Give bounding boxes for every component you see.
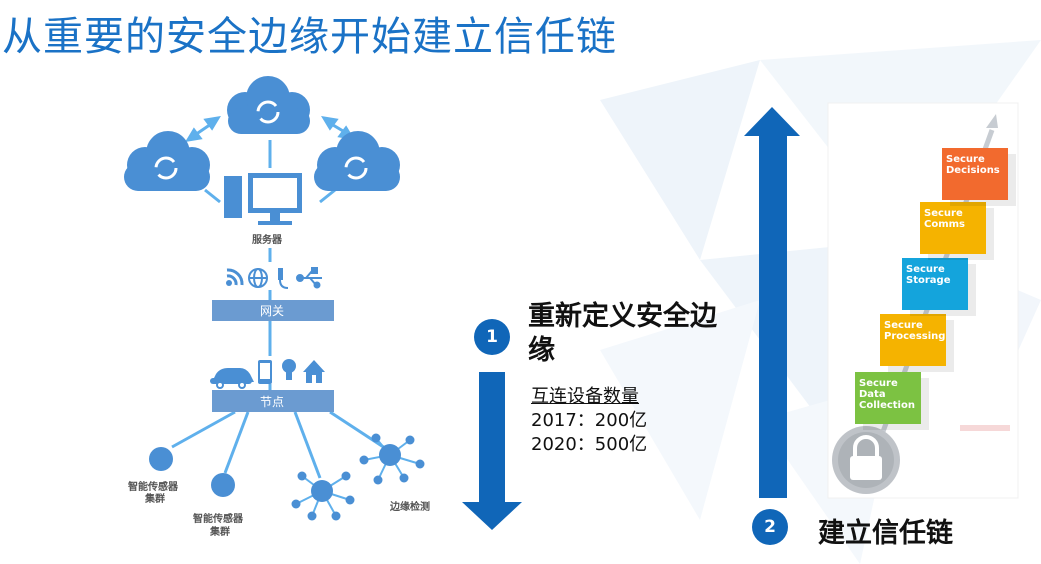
nodes-bar: [212, 390, 334, 412]
chain-step-processing: Secure Processing: [880, 314, 946, 366]
chain-arrowhead: [986, 114, 998, 128]
wifi-icon: [226, 268, 244, 286]
cluster-label-2b: 集群: [209, 525, 230, 538]
plug-icon: [278, 268, 289, 289]
down-arrow: [462, 372, 522, 530]
server-label: 服务器: [252, 233, 283, 246]
computer-icon: [224, 173, 302, 225]
sensor-node: [149, 447, 173, 471]
sensor-node: [211, 473, 235, 497]
gateway-bar: [212, 300, 334, 321]
stat-2020: 2020：500亿: [531, 434, 648, 455]
globe-icon: [248, 268, 268, 288]
chain-step-comms: Secure Comms: [920, 202, 986, 254]
cloud-sync-icon: [314, 131, 400, 191]
page-title: 从重要的安全边缘开始建立信任链: [2, 14, 617, 60]
chain-step-decisions: Secure Decisions: [942, 148, 1008, 200]
cluster-label-2a: 智能传感器: [193, 512, 244, 525]
cluster-label-1a: 智能传感器: [128, 480, 179, 493]
step2-number: 2: [752, 509, 788, 545]
stats-header: 互连设备数量: [531, 386, 639, 407]
gateway-label: 网关: [260, 304, 284, 318]
cloud-sync-icon: [227, 76, 310, 134]
phone-icon: [258, 360, 272, 384]
nodes-label: 节点: [260, 395, 284, 409]
sync-arrow-left: [185, 115, 221, 143]
chain-step-data-collection: Secure Data Collection: [855, 372, 921, 424]
edge-network: [359, 433, 425, 485]
house-icon: [303, 360, 325, 383]
car-icon: [210, 368, 254, 389]
chain-step-storage: Secure Storage: [902, 258, 968, 310]
usb-icon: [296, 267, 322, 289]
cluster-label-1b: 集群: [144, 492, 165, 505]
stat-2017: 2017：200亿: [531, 410, 648, 431]
step1-number: 1: [474, 319, 510, 355]
device-stats: 互连设备数量 2017：200亿 2020：500亿: [531, 385, 647, 457]
step1-title: 重新定义安全边缘: [528, 301, 717, 366]
bulb-icon: [282, 359, 296, 380]
edge-detect-label: 边缘检测: [389, 500, 430, 513]
step2-title: 建立信任链: [818, 518, 953, 549]
cloud-sync-icon: [124, 131, 210, 191]
lock-icon: [832, 426, 900, 494]
up-arrow: [744, 107, 800, 498]
edge-network: [291, 471, 355, 521]
